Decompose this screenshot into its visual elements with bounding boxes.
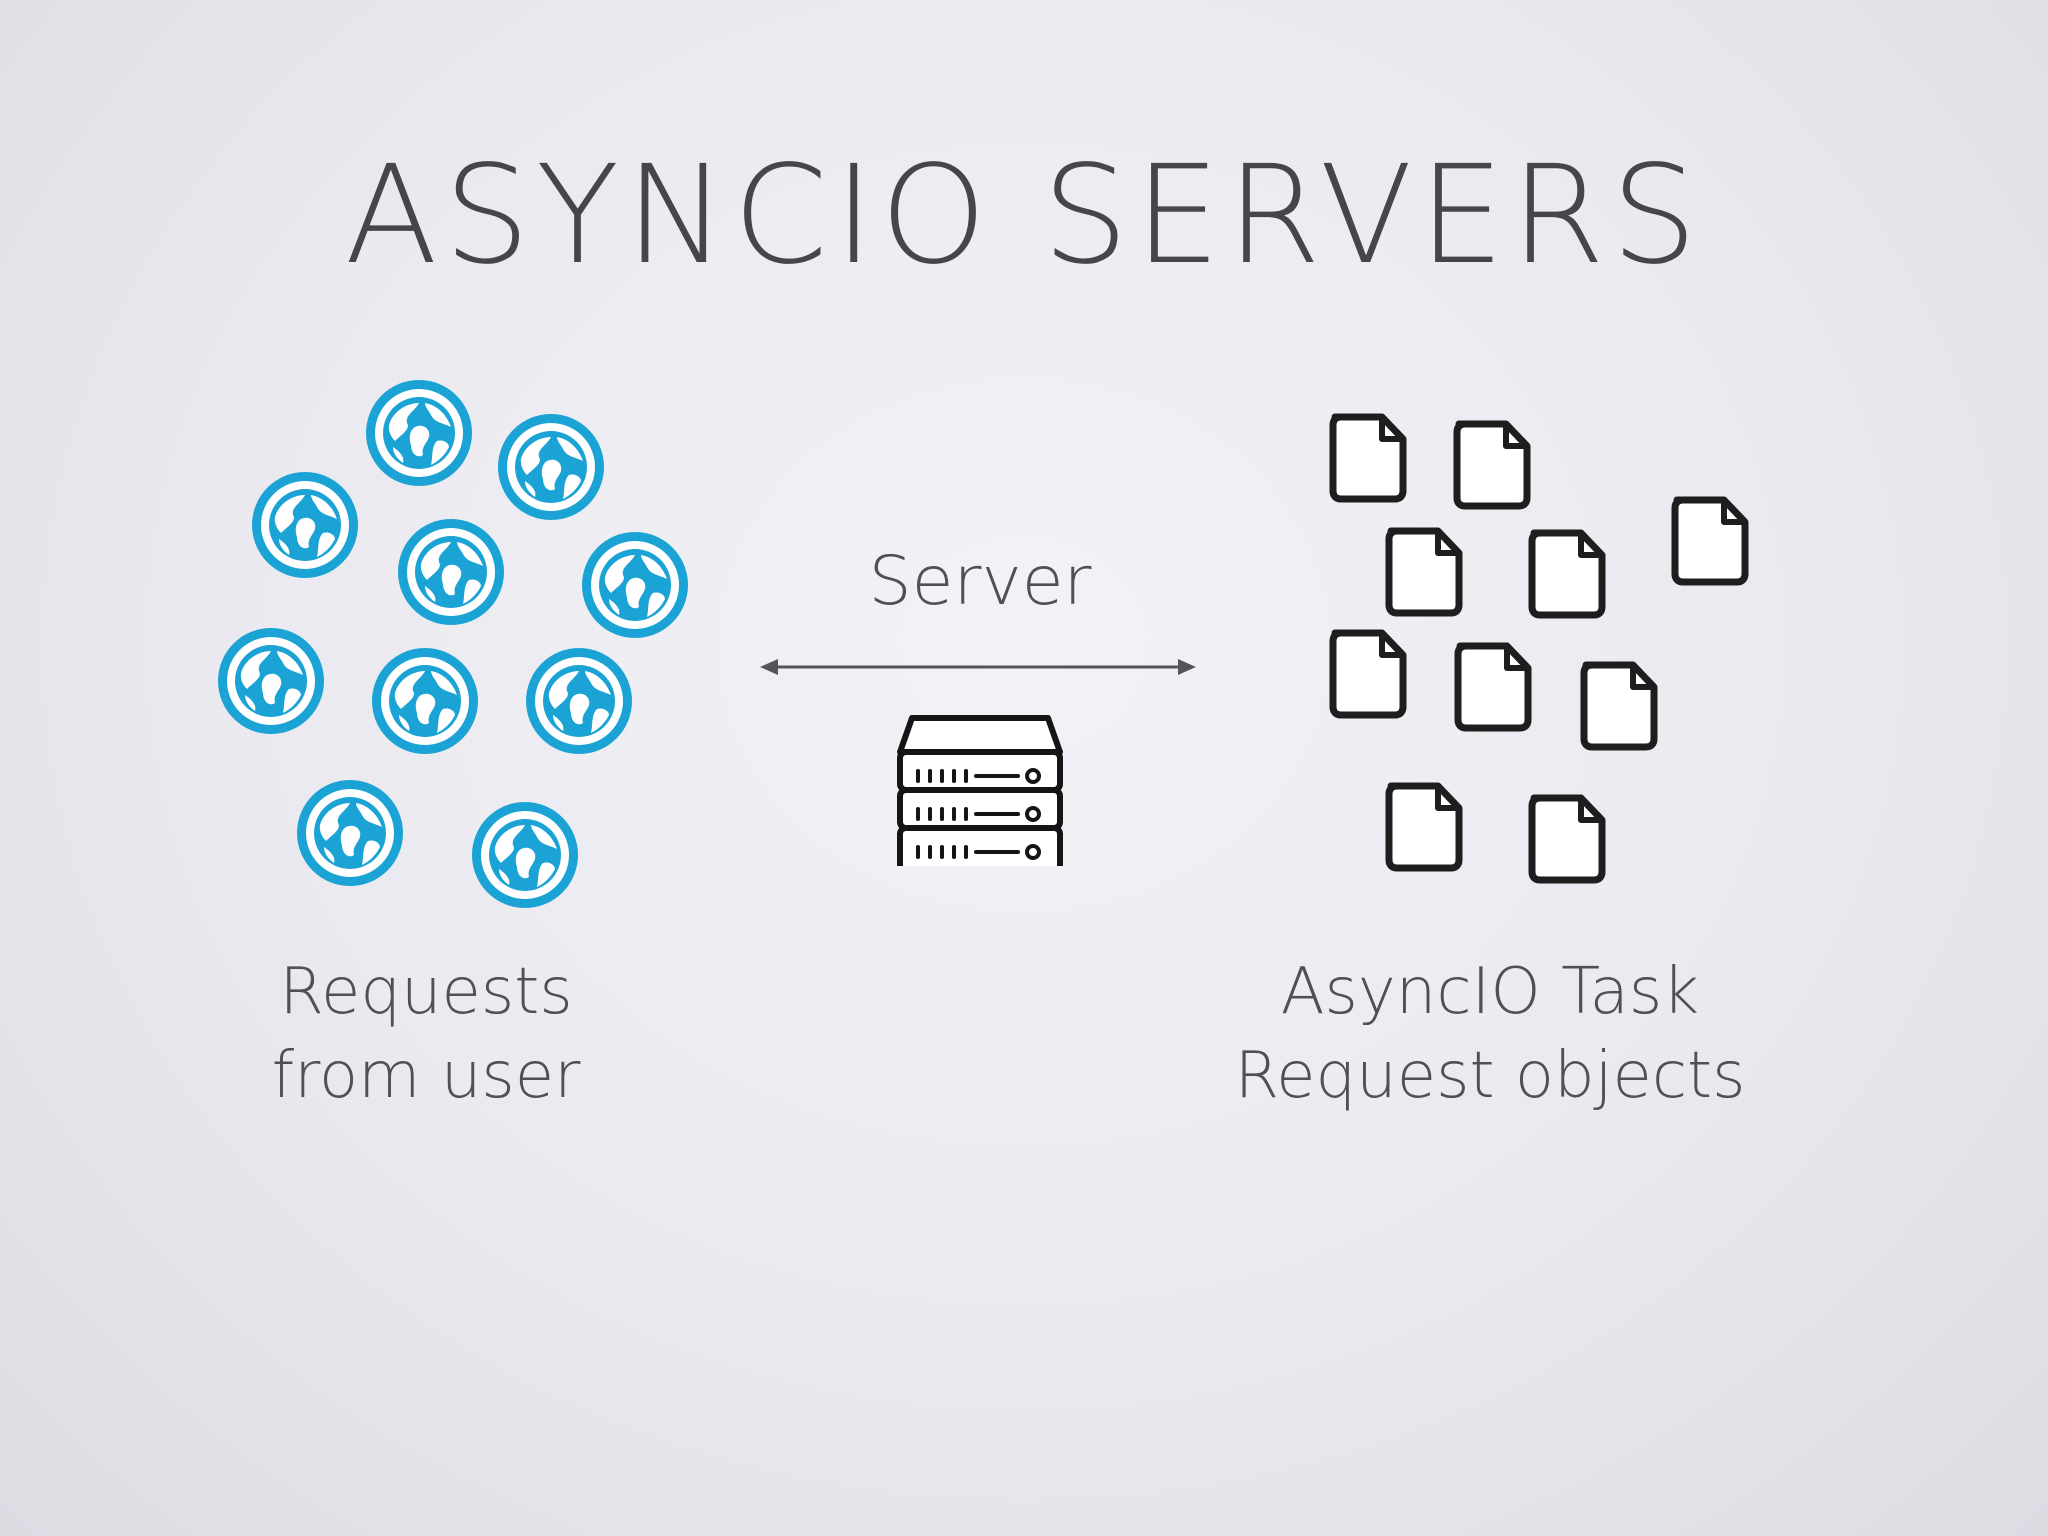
globe-icon xyxy=(498,414,604,520)
requests-caption-line: Requests xyxy=(279,955,573,1029)
document-icon xyxy=(1389,531,1459,613)
requests-cluster xyxy=(218,380,688,908)
tasks-caption-line: AsyncIO Task xyxy=(1280,955,1700,1029)
tasks-caption: AsyncIO Task Request objects xyxy=(1220,950,1760,1118)
document-icon xyxy=(1457,424,1527,506)
requests-caption-line: from user xyxy=(271,1039,581,1113)
tasks-caption-line: Request objects xyxy=(1234,1039,1746,1113)
document-icon xyxy=(1675,500,1745,582)
server-label: Server xyxy=(868,542,1092,621)
slide-title: ASYNCIO SERVERS xyxy=(344,137,1704,295)
document-icon xyxy=(1333,633,1403,715)
document-icon xyxy=(1333,417,1403,499)
globe-icon xyxy=(297,780,403,886)
globe-icon xyxy=(398,519,504,625)
document-icon xyxy=(1389,786,1459,868)
globe-icon xyxy=(218,628,324,734)
globe-icon xyxy=(366,380,472,486)
globe-icon xyxy=(472,802,578,908)
document-icon xyxy=(1584,665,1654,747)
globe-icon xyxy=(582,532,688,638)
document-icon xyxy=(1532,533,1602,615)
requests-caption: Requests from user xyxy=(226,950,626,1118)
globe-icon xyxy=(372,648,478,754)
document-icon xyxy=(1458,646,1528,728)
globe-icon xyxy=(526,648,632,754)
globe-icon xyxy=(252,472,358,578)
double-arrow xyxy=(760,659,1196,675)
tasks-cluster xyxy=(1333,417,1745,880)
document-icon xyxy=(1532,798,1602,880)
server-rack-icon xyxy=(897,715,1063,866)
